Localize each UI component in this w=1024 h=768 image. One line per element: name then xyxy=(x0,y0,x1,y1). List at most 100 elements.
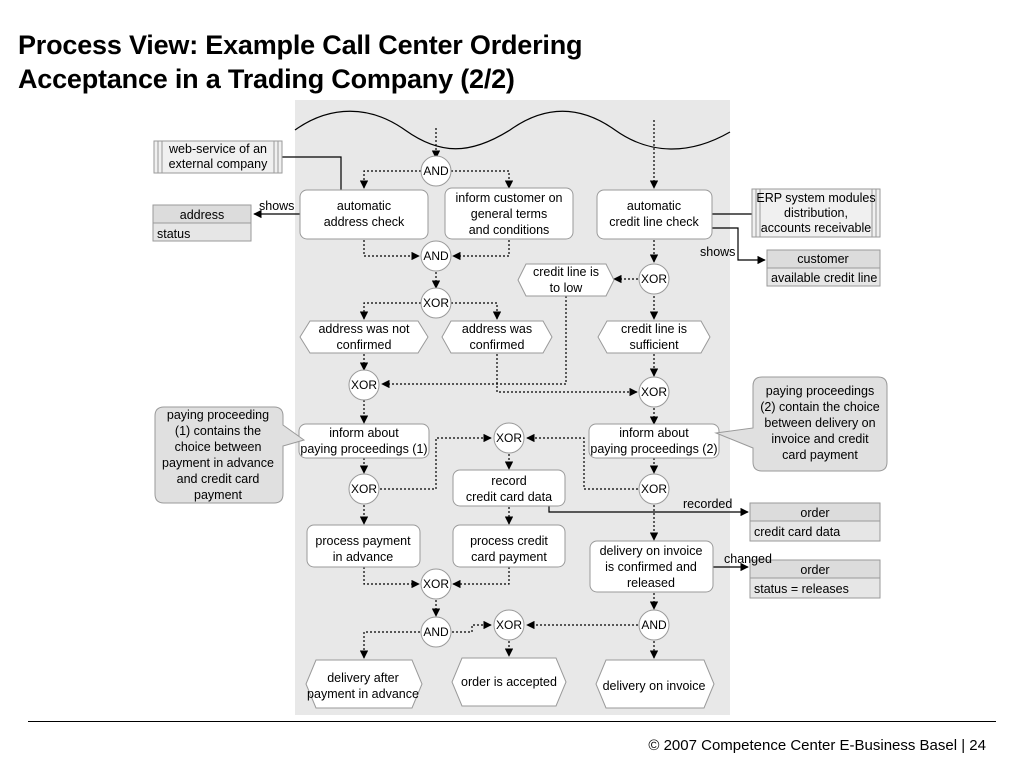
page-title: Process View: Example Call Center Orderi… xyxy=(18,28,778,96)
connector-label: AND xyxy=(423,164,449,178)
order-cc-table-row: credit card data xyxy=(754,525,840,539)
function-label: inform about xyxy=(329,426,399,440)
connector-xor-right-pay: XOR xyxy=(638,473,670,505)
function-label: record xyxy=(491,474,526,488)
connector-label: XOR xyxy=(496,431,522,445)
function-label: inform customer on xyxy=(456,191,563,205)
address-table-header: address xyxy=(180,208,224,222)
order-status-table-header: order xyxy=(800,563,829,577)
edge-label-changed: changed xyxy=(724,552,772,566)
connector-and-2: AND xyxy=(420,240,452,272)
function-label: delivery on invoice xyxy=(600,544,703,558)
event-label: order is accepted xyxy=(461,675,557,689)
event-label: sufficient xyxy=(629,338,679,352)
connector-and-1: AND xyxy=(420,155,452,187)
function-label: released xyxy=(627,576,675,590)
function-label: is confirmed and xyxy=(605,560,697,574)
connector-label: XOR xyxy=(641,385,667,399)
event-credit-too-low: credit line is to low xyxy=(517,263,615,297)
function-label: credit line check xyxy=(609,215,699,229)
edge-label-shows-address: shows xyxy=(259,199,294,213)
connector-label: AND xyxy=(423,249,449,263)
event-label: credit line is xyxy=(621,322,687,336)
connector-xor-center: XOR xyxy=(493,422,525,454)
function-label: inform about xyxy=(619,426,689,440)
address-table: address status xyxy=(152,204,252,242)
function-label: automatic xyxy=(627,199,681,213)
order-status-table-row: status = releases xyxy=(754,582,849,596)
note-line: choice between xyxy=(175,440,262,454)
note-line: card payment xyxy=(782,448,858,462)
note-line: between delivery on xyxy=(764,416,875,430)
function-label: in advance xyxy=(333,550,394,564)
connector-and-bottom-left: AND xyxy=(420,616,452,648)
customer-table: customer available credit line xyxy=(766,249,881,287)
event-label: payment in advance xyxy=(307,687,419,701)
function-label: general terms xyxy=(471,207,547,221)
event-label: credit line is xyxy=(533,265,599,279)
external-service-line-2: external company xyxy=(169,157,268,171)
connectors: AND AND XOR XOR XOR XOR XOR XOR XOR XOR … xyxy=(348,155,670,648)
order-cc-table-header: order xyxy=(800,506,829,520)
event-label: confirmed xyxy=(337,338,392,352)
function-label: process payment xyxy=(315,534,411,548)
connector-label: XOR xyxy=(351,378,377,392)
connector-xor-credit: XOR xyxy=(638,263,670,295)
event-label: address was not xyxy=(318,322,410,336)
function-label: address check xyxy=(324,215,405,229)
erp-modules-box: ERP system modules distribution, account… xyxy=(751,188,881,238)
note-line: and credit card xyxy=(177,472,260,486)
function-inform-paying-2: inform about paying proceedings (2) xyxy=(588,423,720,459)
page-title-line-1: Process View: Example Call Center Orderi… xyxy=(18,30,583,60)
note-line: paying proceeding xyxy=(167,408,269,422)
function-process-advance: process payment in advance xyxy=(306,524,421,568)
erp-modules-line-2: distribution, xyxy=(784,206,848,220)
function-label: automatic xyxy=(337,199,391,213)
event-label: confirmed xyxy=(470,338,525,352)
connector-label: XOR xyxy=(423,296,449,310)
event-label: address was xyxy=(462,322,532,336)
event-address-not-confirmed: address was not confirmed xyxy=(299,320,429,354)
connector-xor-left: XOR xyxy=(348,369,380,401)
function-label: process credit xyxy=(470,534,548,548)
connector-xor-left-pay: XOR xyxy=(348,473,380,505)
edge-label-shows-customer: shows xyxy=(700,245,735,259)
external-service-line-1: web-service of an xyxy=(168,142,267,156)
event-delivery-on-invoice: delivery on invoice xyxy=(595,659,715,709)
note-paying-proceeding-1: paying proceeding (1) contains the choic… xyxy=(154,406,306,504)
connector-label: AND xyxy=(641,618,667,632)
function-inform-terms: inform customer on general terms and con… xyxy=(444,187,574,240)
connector-xor-right: XOR xyxy=(638,376,670,408)
customer-table-row: available credit line xyxy=(771,271,877,285)
wave-line xyxy=(294,110,731,150)
connector-label: AND xyxy=(423,625,449,639)
function-inform-paying-1: inform about paying proceedings (1) xyxy=(298,423,430,459)
function-label: credit card data xyxy=(466,490,552,504)
erp-modules-line-3: accounts receivable xyxy=(761,221,872,235)
event-label: delivery on invoice xyxy=(603,679,706,693)
note-paying-proceedings-2: paying proceedings (2) contain the choic… xyxy=(714,376,888,472)
edge-label-recorded: recorded xyxy=(683,497,732,511)
connector-label: XOR xyxy=(641,482,667,496)
erp-modules-line-1: ERP system modules xyxy=(756,191,875,205)
event-address-confirmed: address was confirmed xyxy=(441,320,553,354)
note-line: payment xyxy=(194,488,242,502)
function-record-cc: record credit card data xyxy=(452,469,566,507)
connector-label: XOR xyxy=(351,482,377,496)
note-line: (1) contains the xyxy=(175,424,261,438)
connector-label: XOR xyxy=(641,272,667,286)
function-label: card payment xyxy=(471,550,547,564)
function-auto-address-check: automatic address check xyxy=(299,189,429,240)
note-line: invoice and credit xyxy=(771,432,869,446)
customer-table-header: customer xyxy=(797,252,848,266)
note-line: paying proceedings xyxy=(766,384,874,398)
connector-label: XOR xyxy=(423,577,449,591)
function-label: paying proceedings (1) xyxy=(300,442,427,456)
event-label: delivery after xyxy=(327,671,399,685)
event-credit-sufficient: credit line is sufficient xyxy=(597,320,711,354)
note-line: (2) contain the choice xyxy=(760,400,880,414)
external-service-box: web-service of an external company xyxy=(153,140,283,174)
function-auto-credit-check: automatic credit line check xyxy=(596,189,713,240)
footer-copyright: © 2007 Competence Center E-Business Base… xyxy=(648,737,986,754)
